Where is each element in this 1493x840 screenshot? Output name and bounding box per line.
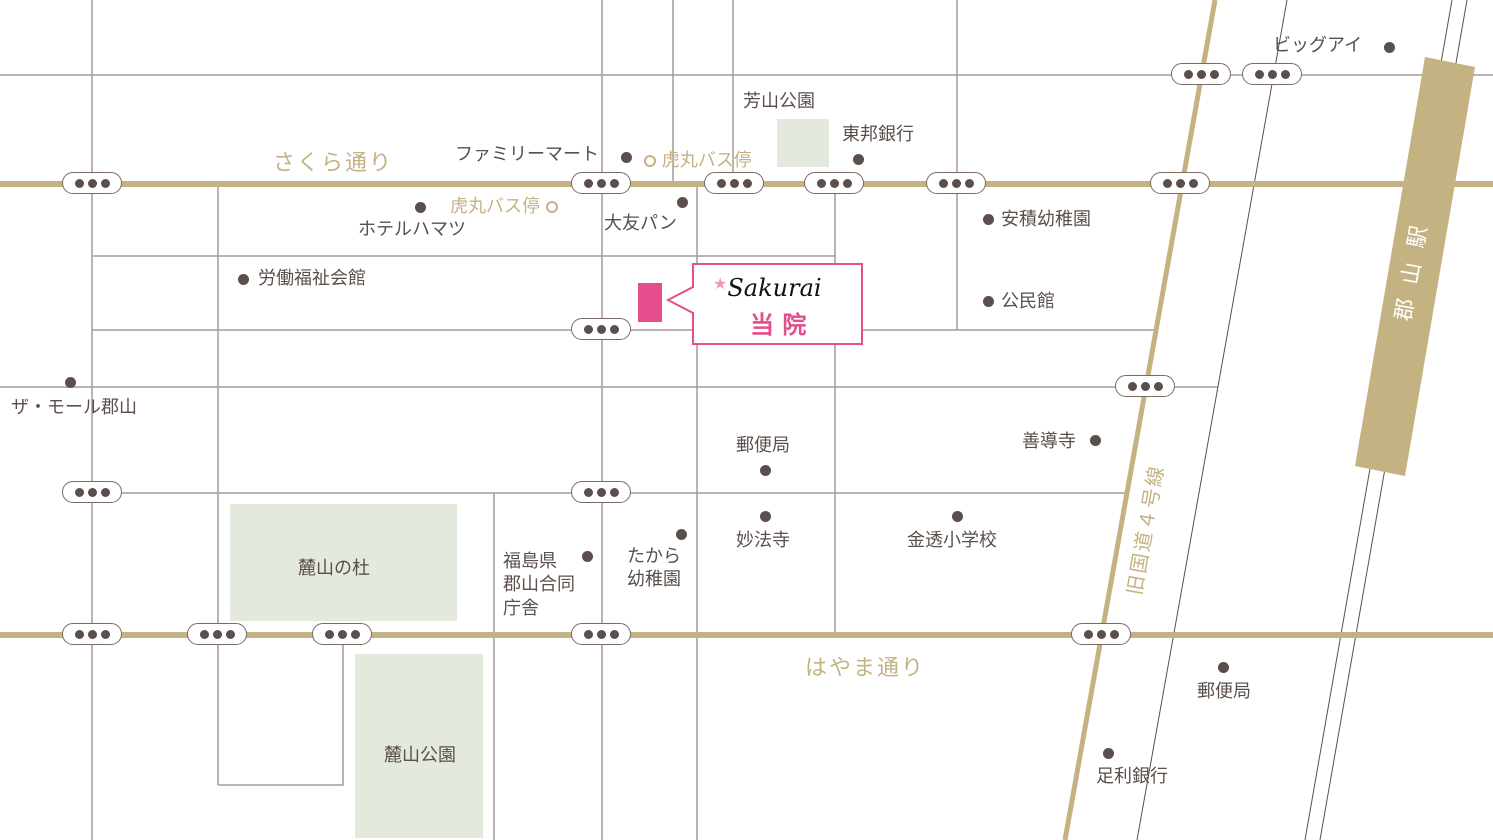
park-yoshiyama — [777, 119, 829, 167]
landmark-dot — [677, 197, 688, 208]
landmark-dot — [1103, 748, 1114, 759]
traffic-signal — [571, 318, 631, 340]
landmark-label: 郵便局 — [736, 435, 790, 456]
traffic-signal — [1171, 63, 1231, 85]
traffic-signal — [1071, 623, 1131, 645]
traffic-signal — [62, 172, 122, 194]
traffic-signal — [1242, 63, 1302, 85]
bus-stop-label: 虎丸バス停 — [661, 150, 752, 171]
landmark-label: 福島県 郡山合同 庁舎 — [503, 551, 575, 619]
park-hayama — [355, 654, 483, 838]
landmark-label: 金透小学校 — [907, 530, 997, 551]
landmark-label: 郵便局 — [1197, 681, 1251, 702]
bus-stop-icon — [644, 155, 656, 167]
clinic-building — [638, 283, 662, 322]
traffic-signal — [571, 481, 631, 503]
landmark-dot — [676, 529, 687, 540]
traffic-signal — [1115, 375, 1175, 397]
landmark-dot — [238, 274, 249, 285]
clinic-brand-text: Sakurai — [727, 274, 822, 302]
landmark-dot — [1090, 435, 1101, 446]
landmark-dot — [983, 214, 994, 225]
landmark-dot — [760, 511, 771, 522]
park-mori — [230, 504, 457, 621]
landmark-label: 善導寺 — [1022, 431, 1076, 452]
landmark-label: 東邦銀行 — [842, 124, 914, 145]
landmark-dot — [582, 551, 593, 562]
clinic-callout — [665, 263, 863, 345]
landmark-dot — [1218, 662, 1229, 673]
traffic-signal — [571, 623, 631, 645]
landmark-dot — [65, 377, 76, 388]
bus-stop-icon — [545, 201, 558, 213]
clinic-brand: ★Sakurai — [713, 274, 822, 302]
traffic-signal — [62, 623, 122, 645]
landmark-label: ザ・モール郡山 — [11, 397, 137, 418]
koriyama-station — [1355, 57, 1475, 476]
park-label: 麓山の杜 — [298, 558, 370, 579]
bus-stop: 虎丸バス停 — [450, 192, 558, 218]
landmark-dot — [621, 152, 632, 163]
traffic-signal — [804, 172, 864, 194]
landmark-label: 安積幼稚園 — [1001, 209, 1091, 230]
park-label: 芳山公園 — [743, 91, 815, 112]
traffic-signal — [704, 172, 764, 194]
landmark-label: 妙法寺 — [736, 530, 790, 551]
landmark-label: たから 幼稚園 — [627, 546, 681, 591]
traffic-signal — [62, 481, 122, 503]
traffic-signal — [926, 172, 986, 194]
traffic-signal — [1150, 172, 1210, 194]
star-icon: ★ — [713, 274, 728, 293]
landmark-label: 労働福祉会館 — [258, 268, 366, 289]
landmark-dot — [760, 465, 771, 476]
bus-stop-label: 虎丸バス停 — [450, 196, 540, 217]
road-sakura: さくら通り — [273, 151, 394, 176]
landmark-label: 大友パン — [604, 213, 677, 234]
traffic-signal — [312, 623, 372, 645]
landmark-label: 足利銀行 — [1096, 766, 1168, 787]
landmark-dot — [1384, 42, 1395, 53]
traffic-signal — [187, 623, 247, 645]
landmark-dot — [983, 296, 994, 307]
landmark-dot — [853, 154, 864, 165]
landmark-dot — [415, 202, 426, 213]
road-hayama: はやま通り — [805, 656, 926, 681]
landmark-label: ビッグアイ — [1273, 35, 1363, 56]
landmark-dot — [952, 511, 963, 522]
clinic-label: 当 院 — [750, 311, 807, 339]
landmark-label: 公民館 — [1001, 291, 1055, 312]
bus-stop: 虎丸バス停 — [644, 146, 752, 172]
park-label: 麓山公園 — [384, 745, 456, 766]
landmark-label: ホテルハマツ — [358, 219, 466, 240]
landmark-label: ファミリーマート — [455, 144, 599, 165]
traffic-signal — [571, 172, 631, 194]
